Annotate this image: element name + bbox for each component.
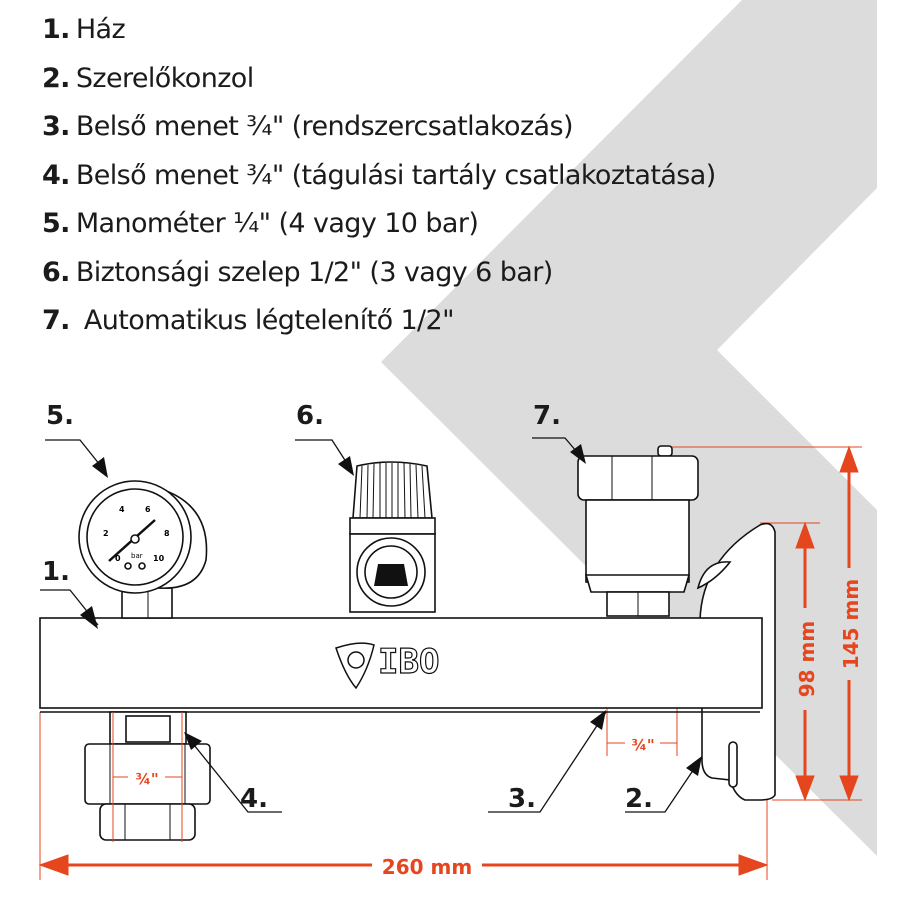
legend-item: 3.Belső menet ¾" (rendszercsatlakozás)	[42, 111, 573, 142]
thread-left-label: ¾"	[135, 770, 158, 788]
safety-valve	[349, 461, 436, 613]
dimension-lines	[38, 445, 862, 880]
legend-item: 2.Szerelőkonzol	[42, 62, 254, 94]
legend-item: 5.Manométer ¼" (4 vagy 10 bar)	[42, 208, 479, 239]
legend-item: 6.Biztonsági szelep 1/2" (3 vagy 6 bar)	[42, 256, 553, 288]
parts-legend: 1.Ház 2.Szerelőkonzol 3.Belső menet ¾" (…	[42, 6, 716, 346]
gauge-unit: bar	[131, 552, 143, 560]
total-height-dimension-label: 145 mm	[839, 579, 863, 669]
gauge-tick-0: 0	[115, 554, 121, 563]
thread-right-label: ¾"	[631, 736, 654, 754]
gauge-tick-8: 8	[164, 529, 170, 538]
gauge-tick-2: 2	[103, 529, 109, 538]
callout-7: 7.	[533, 401, 561, 431]
callout-6: 6.	[296, 401, 324, 431]
callout-1: 1.	[42, 557, 70, 587]
expansion-tank-fitting	[84, 711, 211, 841]
pressure-gauge: 0 2 4 6 8 10 bar	[78, 480, 208, 619]
gauge-tick-10: 10	[153, 554, 165, 563]
bracket-height-dimension-label: 98 mm	[795, 621, 819, 697]
automatic-air-vent	[577, 445, 699, 617]
ibo-logo: IBO	[335, 641, 440, 690]
legend-item: 4.Belső menet ¾" (tágulási tartály csatl…	[42, 159, 716, 191]
callout-arrowheads	[80, 444, 702, 776]
legend-item: 1.Ház	[42, 14, 126, 45]
callout-3: 3.	[508, 784, 536, 814]
legend-item: 7. Automatikus légtelenítő 1/2"	[42, 305, 455, 336]
gauge-tick-6: 6	[145, 505, 151, 514]
callout-2: 2.	[625, 784, 653, 814]
callout-4: 4.	[240, 784, 268, 814]
width-dimension-label: 260 mm	[382, 855, 472, 879]
thread-left-dimension-lines	[112, 712, 183, 842]
gauge-tick-4: 4	[119, 505, 125, 514]
callout-5: 5.	[46, 401, 74, 431]
manifold-housing	[39, 617, 763, 709]
svg-text:IBO: IBO	[378, 642, 439, 682]
